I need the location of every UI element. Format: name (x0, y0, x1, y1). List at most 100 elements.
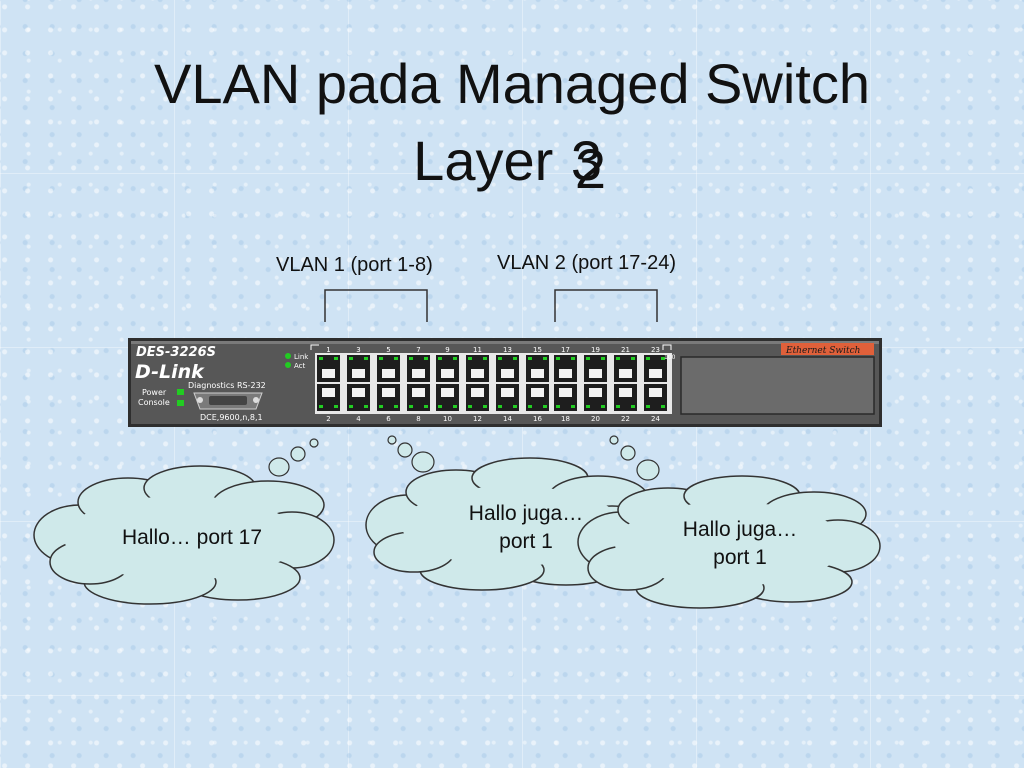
rj45-socket-icon (412, 388, 425, 397)
port1-marker-icon (310, 344, 319, 350)
switch-brand-logo: D-Link (135, 361, 205, 383)
rj45-socket-icon (619, 388, 632, 397)
port-led-icon (498, 405, 502, 408)
rs232-connector-icon (193, 392, 263, 410)
port-number-label: 1 (326, 346, 330, 354)
port-led-icon (543, 357, 547, 360)
rj45-socket-icon (501, 388, 514, 397)
port-led-icon (468, 357, 472, 360)
port-number-label: 18 (561, 415, 570, 423)
port-led-icon (661, 357, 665, 360)
port-number-label: 8 (416, 415, 420, 423)
thought-cloud-3 (577, 475, 881, 609)
port-led-icon (364, 357, 368, 360)
port-number-label: 15 (533, 346, 542, 354)
layer-digit-b: 2 (574, 137, 606, 200)
port-led-icon (631, 357, 635, 360)
port-led-icon (646, 405, 650, 408)
diagnostics-label: Diagnostics RS-232 (188, 381, 266, 390)
port-led-icon (468, 405, 472, 408)
uplink-label: 100 (664, 354, 676, 361)
rj45-socket-icon (382, 388, 395, 397)
port-led-icon (334, 405, 338, 408)
rj45-socket-icon (531, 369, 544, 378)
rj45-socket-icon (441, 369, 454, 378)
overlapping-layer-number: 3 2 (569, 129, 606, 197)
port-led-icon (571, 357, 575, 360)
bubble-trail-2 (387, 435, 435, 473)
rj45-socket-icon (531, 388, 544, 397)
rj45-socket-icon (352, 388, 365, 397)
port-number-label: 19 (591, 346, 600, 354)
rj45-socket-icon (649, 388, 662, 397)
rj45-socket-icon (559, 369, 572, 378)
port-led-icon (438, 357, 442, 360)
uplink-marker-icon (662, 344, 672, 350)
port-number-label: 4 (356, 415, 361, 423)
port-led-icon (513, 405, 517, 408)
rj45-socket-icon (619, 369, 632, 378)
vlan2-label: VLAN 2 (port 17-24) (497, 252, 676, 274)
port-led-icon (543, 405, 547, 408)
ethernet-switch-badge-text: Ethernet Switch (785, 346, 860, 356)
vlan1-bracket (324, 289, 428, 322)
cloud1-text: Hallo… port 17 (121, 526, 263, 549)
cloud2-text: Hallo juga… port 1 (426, 500, 626, 556)
rj45-socket-icon (589, 369, 602, 378)
port-number-label: 2 (326, 415, 330, 423)
port-led-icon (616, 357, 620, 360)
port-led-icon (571, 405, 575, 408)
port-led-icon (556, 357, 560, 360)
port-led-icon (528, 357, 532, 360)
power-label: Power (142, 388, 167, 397)
port-led-icon (586, 405, 590, 408)
port-led-icon (498, 357, 502, 360)
port-number-label: 11 (473, 346, 482, 354)
port-led-icon (409, 357, 413, 360)
port-led-icon (379, 405, 383, 408)
cloud2-line1: Hallo juga… (468, 502, 584, 525)
port-number-label: 23 (651, 346, 660, 354)
port-led-icon (453, 357, 457, 360)
layer-digit-a: 3 (570, 129, 602, 192)
rj45-socket-icon (352, 369, 365, 378)
port-led-icon (424, 405, 428, 408)
port-led-icon (616, 405, 620, 408)
vlan2-bracket (554, 289, 658, 322)
bubble-trail-1 (268, 438, 319, 477)
port-led-icon (319, 405, 323, 408)
port-number-label: 6 (386, 415, 391, 423)
thought-cloud-1 (33, 465, 335, 605)
port-led-icon (453, 405, 457, 408)
port-number-label: 3 (356, 346, 360, 354)
act-label: Act (294, 362, 306, 370)
vlan1-label: VLAN 1 (port 1-8) (276, 254, 433, 276)
port-led-icon (424, 357, 428, 360)
port-led-icon (394, 405, 398, 408)
ethernet-switch: DES-3226S D-Link Link Act Diagnostics RS… (128, 338, 882, 427)
port-number-label: 17 (561, 346, 570, 354)
switch-model: DES-3226S (136, 345, 216, 360)
port-led-icon (349, 357, 353, 360)
rj45-socket-icon (382, 369, 395, 378)
rj45-socket-icon (322, 388, 335, 397)
console-led-icon (177, 400, 184, 406)
port-number-label: 9 (445, 346, 449, 354)
port-number-label: 16 (533, 415, 542, 423)
port-led-icon (601, 357, 605, 360)
port-number-label: 21 (621, 346, 630, 354)
power-led-icon (177, 389, 184, 395)
port-led-icon (601, 405, 605, 408)
port-led-icon (661, 405, 665, 408)
port-number-label: 7 (416, 346, 420, 354)
cloud3-line2: port 1 (713, 546, 767, 569)
ethernet-switch-badge (781, 343, 874, 355)
rj45-socket-icon (412, 369, 425, 378)
port-led-icon (483, 405, 487, 408)
port-number-label: 13 (503, 346, 512, 354)
port-number-label: 12 (473, 415, 482, 423)
act-led-icon (285, 362, 291, 368)
cloud3-text: Hallo juga… port 1 (640, 516, 840, 572)
port-led-icon (586, 357, 590, 360)
